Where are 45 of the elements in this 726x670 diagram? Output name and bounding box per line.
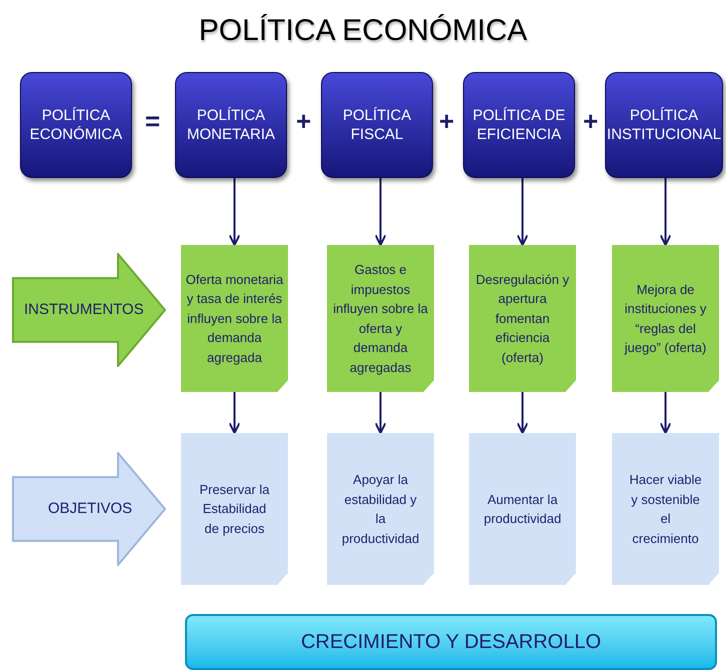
node-text: Apoyar la estabilidad y la productividad xyxy=(342,471,420,548)
node-text: POLÍTICA FISCAL xyxy=(342,106,412,144)
banner-bar xyxy=(185,614,717,670)
note-card xyxy=(327,433,434,585)
note-card xyxy=(181,433,288,585)
block-arrow xyxy=(12,452,166,566)
node-text: POLÍTICA MONETARIA xyxy=(186,106,276,144)
arrow xyxy=(516,178,528,246)
note-card xyxy=(469,245,576,392)
title: POLÍTICA ECONÓMICA xyxy=(198,13,528,49)
node-text: INSTRUMENTOS xyxy=(24,300,144,320)
note-card xyxy=(469,433,576,585)
note-card xyxy=(327,245,434,392)
node-text: Oferta monetaria y tasa de interés influyen sobre la demanda agregada xyxy=(185,270,284,367)
arrow xyxy=(660,178,672,246)
node-text: Desregulación y apertura fomentan eficiencia (oferta) xyxy=(474,270,570,367)
arrow xyxy=(374,178,386,246)
policy-box xyxy=(175,72,287,178)
operator-sign: + xyxy=(296,108,312,134)
policy-box xyxy=(463,72,575,178)
arrow xyxy=(516,392,528,434)
node-text: OBJETIVOS xyxy=(48,498,132,519)
node-text: POLÍTICA DE EFICIENCIA xyxy=(472,106,566,144)
node-text: CRECIMIENTO Y DESARROLLO xyxy=(300,630,602,655)
arrow xyxy=(374,392,386,434)
node-text: Gastos e impuestos influyen sobre la oferta y demanda agregadas xyxy=(332,261,429,377)
node-text: POLÍTICA INSTITUCIONAL xyxy=(606,106,722,144)
policy-box xyxy=(605,72,723,178)
policy-box xyxy=(20,72,132,178)
node-text: Aumentar la productividad xyxy=(484,490,562,528)
arrow xyxy=(228,178,240,246)
node-text: Mejora de instituciones y “reglas del juego” (oferta) xyxy=(623,280,708,357)
arrow xyxy=(660,392,672,434)
arrow xyxy=(228,392,240,434)
block-arrow xyxy=(12,253,166,367)
note-card xyxy=(181,245,288,392)
node-text: POLÍTICA ECONÓMICA xyxy=(28,106,124,144)
operator-sign: + xyxy=(583,108,598,134)
policy-box xyxy=(321,72,433,178)
node-text: Hacer viable y sostenible el crecimiento xyxy=(628,471,703,548)
note-card xyxy=(612,433,719,585)
operator-sign: + xyxy=(439,108,454,134)
node-text: Preservar la Estabilidad de precios xyxy=(198,480,271,538)
operator-sign: = xyxy=(145,108,160,134)
note-card xyxy=(612,245,719,392)
